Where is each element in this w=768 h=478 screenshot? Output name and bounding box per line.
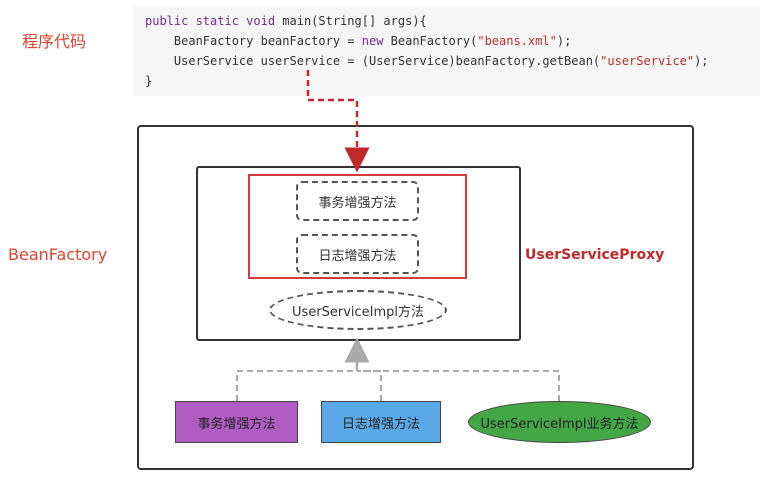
gray-connector-impl	[357, 370, 560, 401]
enhancement-highlight-box	[248, 174, 467, 279]
code-line-1: public static void main(String[] args){	[145, 14, 427, 28]
code-text: );	[694, 54, 709, 68]
proxy-label: UserServiceProxy	[525, 247, 665, 263]
gray-connector-log	[357, 370, 382, 401]
code-block: public static void main(String[] args){ …	[133, 6, 760, 96]
code-text: BeanFactory(	[383, 34, 478, 48]
code-line-4: }	[145, 74, 153, 88]
code-keyword: public static void	[145, 14, 283, 28]
component-impl-method: UserServiceImpl业务方法	[468, 401, 651, 443]
red-dashed-arrow	[306, 70, 370, 173]
gray-connector-tx	[236, 370, 357, 401]
code-text: BeanFactory beanFactory =	[145, 34, 362, 48]
bean-factory-container	[137, 125, 694, 470]
code-line-2: BeanFactory beanFactory = new BeanFactor…	[145, 34, 571, 48]
proxy-tx-method: 事务增强方法	[296, 181, 419, 221]
proxy-impl-method: UserServiceImpl方法	[269, 290, 447, 330]
code-keyword: new	[361, 34, 384, 48]
code-string: "userService"	[600, 54, 695, 68]
code-line-3: UserService userService = (UserService)b…	[145, 54, 709, 68]
code-text: UserService userService = (UserService)b…	[145, 54, 601, 68]
code-text: main(String[] args){	[282, 14, 427, 28]
bean-factory-label: BeanFactory	[8, 245, 108, 264]
component-tx-method: 事务增强方法	[175, 401, 298, 443]
code-text: );	[556, 34, 572, 48]
code-string: "beans.xml"	[477, 34, 557, 48]
proxy-log-method: 日志增强方法	[296, 234, 419, 274]
program-code-label: 程序代码	[22, 32, 87, 51]
component-log-method: 日志增强方法	[321, 401, 441, 443]
